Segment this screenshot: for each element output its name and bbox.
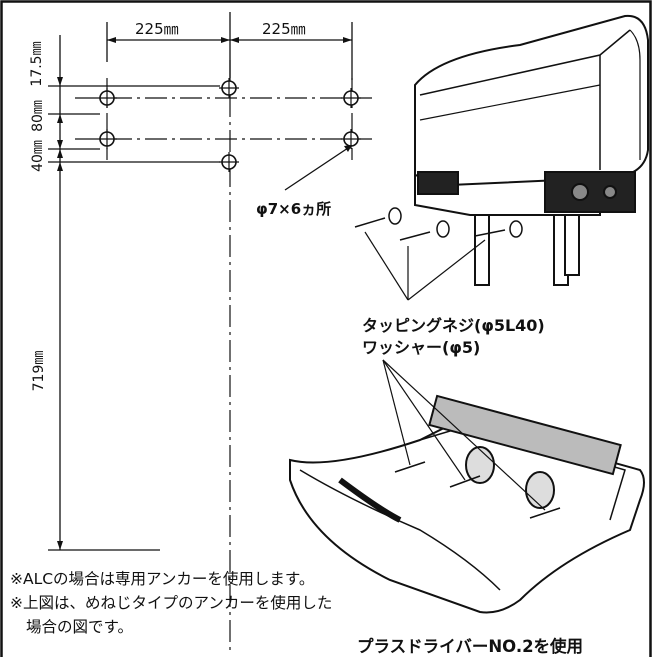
upper-unit-illustration [414,14,649,286]
tray-screws [394,461,561,519]
upper-screws [354,207,523,241]
hole-note-leader [284,147,349,191]
tool-note: プラスドライバーNO.2を使用 [357,637,584,656]
upper-screw-leaders [364,231,486,301]
vertical-arrowheads [57,77,63,550]
horizontal-arrowheads [107,37,352,43]
note-figure: ※上図は、めねじタイプのアンカーを使用した [10,594,333,612]
tray-illustration [289,394,645,614]
hole-count-note: φ7×6ヵ所 [256,200,332,218]
note-alc: ※ALCの場合は専用アンカーを使用します。 [10,570,315,588]
washer-label: ワッシャー(φ5) [362,338,481,357]
dimension-17-5: 17.5㎜ [29,41,45,87]
screw-label: タッピングネジ(φ5L40) [362,316,545,335]
center-lines [75,60,372,650]
dimension-80: 80㎜ [30,100,46,132]
dimension-40: 40㎜ [30,140,46,172]
tray-screw-leaders [382,359,546,511]
note-figure-cont: 場合の図です。 [26,618,133,636]
dimension-right-225: 225㎜ [262,20,306,38]
hole-crosshairs [97,78,361,172]
dimension-719: 719㎜ [31,350,47,392]
vertical-dimensions [48,35,220,551]
dimension-left-225: 225㎜ [135,20,179,38]
